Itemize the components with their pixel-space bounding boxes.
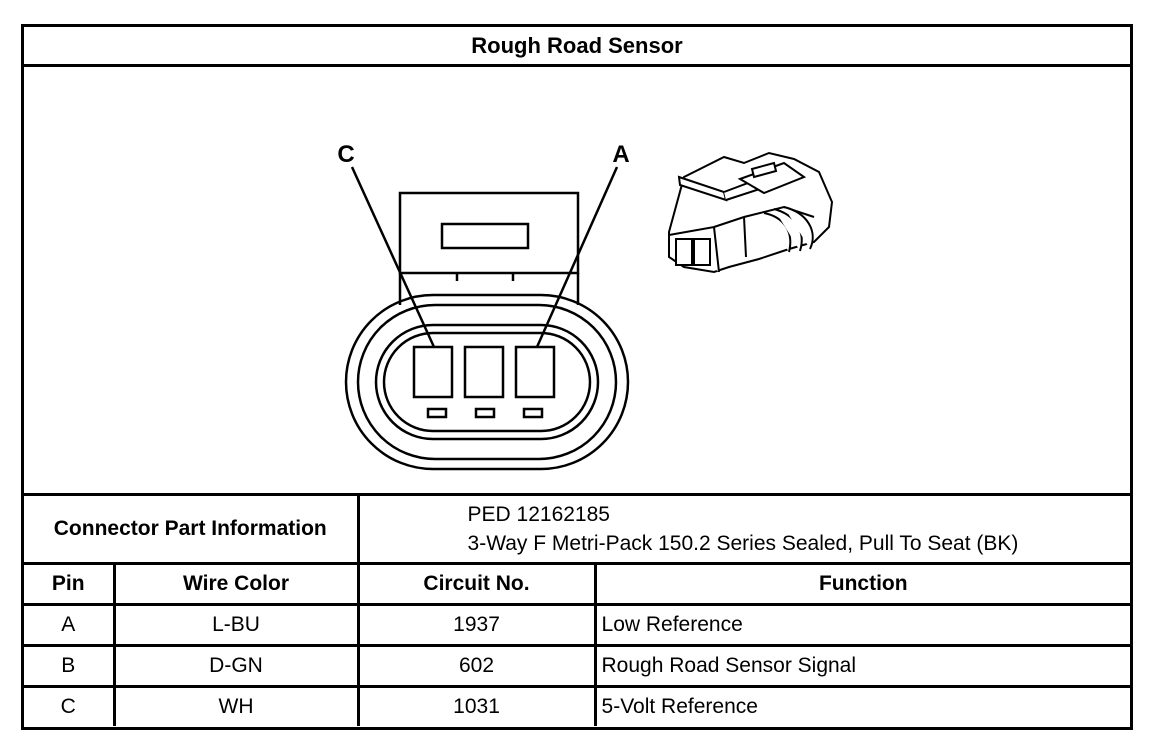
header-pin: Pin [24, 562, 116, 606]
function-cell: 5-Volt Reference [593, 685, 1131, 726]
leader-line-c [350, 166, 436, 348]
function-cell: Rough Road Sensor Signal [593, 644, 1131, 688]
wire-color-cell: L-BU [112, 603, 360, 647]
table-row: A L-BU 1937 Low Reference [24, 603, 1131, 647]
part-description: 3-Way F Metri-Pack 150.2 Series Sealed, … [467, 532, 1019, 555]
pin-cell: A [24, 603, 116, 647]
wire-color-cell: D-GN [112, 644, 360, 688]
connector-part-info-label: Connector Part Information [24, 493, 360, 565]
latch-window [440, 222, 530, 250]
connector-part-info-value: PED 12162185 3-Way F Metri-Pack 150.2 Se… [356, 493, 1131, 565]
connector-sheet: Rough Road Sensor [21, 24, 1133, 730]
pin-cell: C [24, 685, 116, 726]
pin-label-a: A [612, 141, 629, 168]
function-cell: Low Reference [593, 603, 1131, 647]
table-row: C WH 1031 5-Volt Reference [24, 685, 1131, 726]
header-circuit-no: Circuit No. [356, 562, 597, 606]
part-number: PED 12162185 [467, 503, 610, 526]
connector-cavity [382, 331, 592, 433]
terminal-key-a [522, 407, 544, 419]
leader-line-a [535, 166, 619, 348]
pinout-table: Connector Part Information PED 12162185 … [24, 493, 1131, 726]
connector-isometric-illustration [668, 151, 834, 274]
latch-housing [398, 191, 580, 275]
connector-outer-seal [344, 293, 630, 471]
connector-inner-seal [374, 323, 600, 441]
connector-body [356, 303, 618, 461]
circuit-cell: 602 [356, 644, 597, 688]
page-title: Rough Road Sensor [24, 27, 1130, 67]
pin-label-c: C [337, 141, 354, 168]
terminal-cavity-a [514, 345, 556, 399]
header-wire-color: Wire Color [112, 562, 360, 606]
wire-color-cell: WH [112, 685, 360, 726]
terminal-key-c [426, 407, 448, 419]
connector-face-diagram: C A [337, 141, 834, 471]
terminal-cavity-b [463, 345, 505, 399]
table-row: B D-GN 602 Rough Road Sensor Signal [24, 644, 1131, 688]
header-function: Function [593, 562, 1131, 606]
pin-cell: B [24, 644, 116, 688]
terminal-cavity-c [412, 345, 454, 399]
connector-part-info-row: Connector Part Information PED 12162185 … [24, 493, 1131, 565]
table-header-row: Pin Wire Color Circuit No. Function [24, 562, 1131, 606]
connector-drawing: C A [24, 67, 1130, 495]
circuit-cell: 1031 [356, 685, 597, 726]
circuit-cell: 1937 [356, 603, 597, 647]
terminal-key-b [474, 407, 496, 419]
